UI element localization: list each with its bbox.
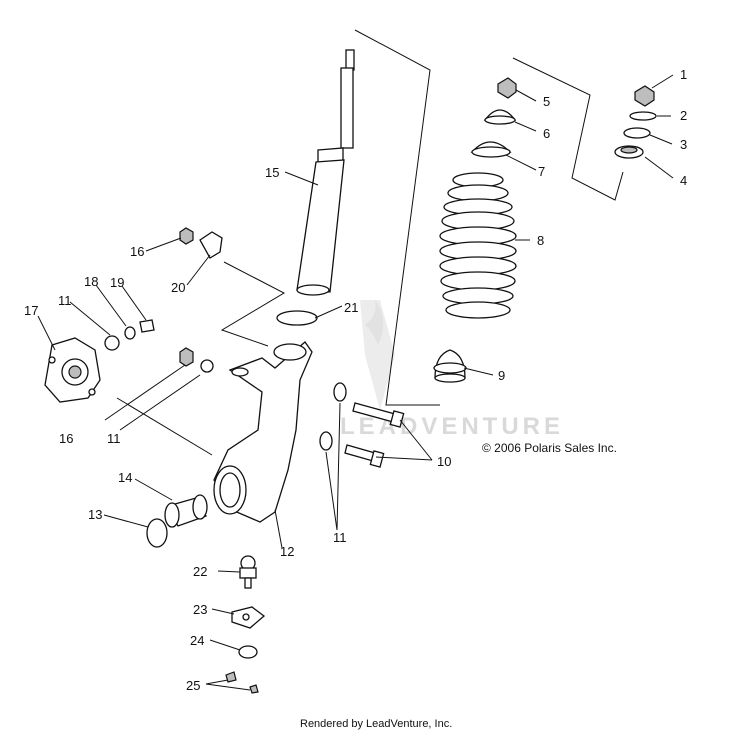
o-ring <box>276 310 318 326</box>
callout-19: 19 <box>110 275 124 290</box>
callout-labels: 1 2 3 4 5 6 7 8 9 10 11 11 11 12 13 14 1… <box>24 67 687 693</box>
callout-7: 7 <box>538 164 545 179</box>
callout-22: 22 <box>193 564 207 579</box>
callout-6: 6 <box>543 126 550 141</box>
callout-4: 4 <box>680 173 687 188</box>
render-credit: Rendered by LeadVenture, Inc. <box>300 718 452 730</box>
callout-2: 2 <box>680 108 687 123</box>
coil-spring <box>439 172 517 319</box>
callout-5: 5 <box>543 94 550 109</box>
brake-caliper <box>44 337 101 403</box>
callout-13: 13 <box>88 507 102 522</box>
callout-25: 25 <box>186 678 200 693</box>
callout-15: 15 <box>265 165 279 180</box>
callout-21: 21 <box>344 300 358 315</box>
leader-lines <box>37 74 674 691</box>
small-fasteners <box>104 227 223 373</box>
callout-11-bolts: 11 <box>333 530 347 545</box>
assembly-lines <box>104 29 624 456</box>
callout-23: 23 <box>193 602 207 617</box>
callout-8: 8 <box>537 233 544 248</box>
ball-joint-parts <box>225 555 266 694</box>
callout-20: 20 <box>171 280 185 295</box>
steering-knuckle <box>213 341 313 523</box>
callout-12: 12 <box>280 544 294 559</box>
jounce-bumper <box>433 349 467 383</box>
strut-cartridge <box>296 49 355 296</box>
callout-16-top: 16 <box>130 244 144 259</box>
bearing-and-snap-ring <box>146 494 208 548</box>
callout-1: 1 <box>680 67 687 82</box>
callout-11-caliper: 11 <box>58 293 72 308</box>
copyright-notice: © 2006 Polaris Sales Inc. <box>482 441 617 455</box>
callout-14: 14 <box>118 470 132 485</box>
callout-9: 9 <box>498 368 505 383</box>
callout-3: 3 <box>680 137 687 152</box>
bolts-and-washers <box>319 382 405 468</box>
mount-hardware <box>614 85 657 159</box>
callout-17: 17 <box>24 303 38 318</box>
callout-18: 18 <box>84 274 98 289</box>
spring-seat-parts <box>470 77 517 158</box>
callout-11-knuckle: 11 <box>107 431 121 446</box>
callout-10: 10 <box>437 454 451 469</box>
callout-16-knuckle: 16 <box>59 431 73 446</box>
callout-24: 24 <box>190 633 204 648</box>
